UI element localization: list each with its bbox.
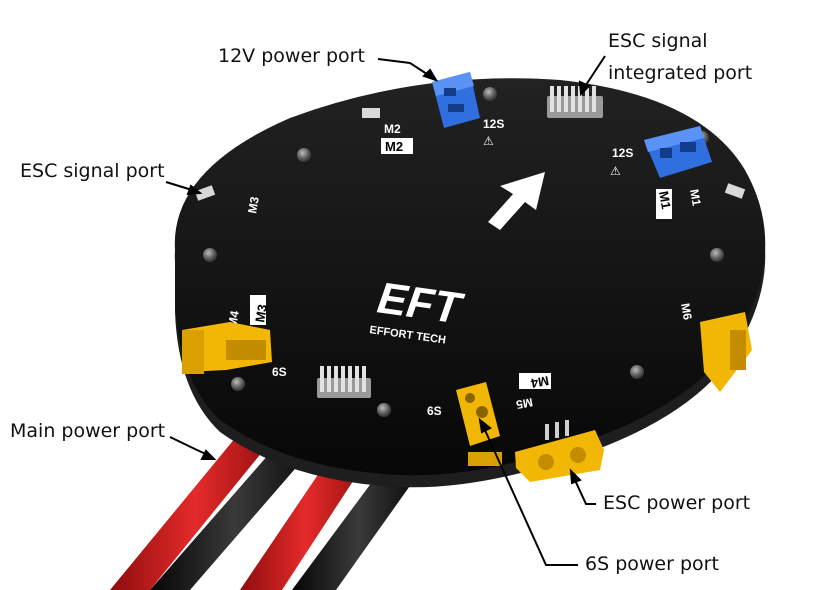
boxed-label-m4-bg (519, 373, 551, 389)
boxed-label-m4: M4 (529, 373, 550, 391)
esc-signal-integrated-header (547, 86, 603, 118)
esc-signal-port-m3 (194, 185, 216, 201)
leader-esc-power (569, 468, 596, 505)
leader-esc-signal (165, 181, 203, 196)
boxed-label-m3: M3 (252, 303, 270, 323)
voltage-12s-label: 12S (612, 146, 633, 160)
screw (630, 365, 644, 379)
warning-triangle-icon: ⚠ (483, 134, 494, 148)
wire-red-1 (110, 420, 280, 590)
boxed-label-m2-bg (381, 138, 413, 154)
esc-power-connector-m5 (515, 420, 604, 482)
boxed-label-m3-bg (250, 295, 266, 325)
callout-esc-signal-integrated-line1: ESC signal (608, 30, 708, 52)
esc-power-connector-m4 (182, 322, 272, 374)
motor-label-m2: M2 (384, 122, 401, 136)
motor-label-m6: M6 (678, 302, 695, 321)
wire-black-2 (292, 455, 424, 590)
leader-main-power (169, 436, 217, 460)
callout-12v-power-port: 12V power port (218, 45, 365, 67)
callout-esc-signal-integrated-line2: integrated port (608, 62, 753, 84)
esc-power-connector-m6 (700, 312, 752, 392)
motor-label-m3: M3 (245, 195, 262, 214)
screw (297, 148, 311, 162)
screw (483, 87, 497, 101)
voltage-12s-label: 12S (483, 117, 504, 131)
forward-arrow-icon (488, 172, 545, 230)
leader-6s-power (478, 417, 578, 566)
callout-esc-signal-port: ESC signal port (20, 160, 165, 182)
warning-triangle-icon: ⚠ (610, 164, 621, 178)
boxed-label-m2: M2 (385, 139, 403, 154)
leader-esc-signal-integrated (578, 55, 606, 97)
screw (231, 377, 245, 391)
callout-main-power-port: Main power port (10, 420, 166, 442)
esc-signal-port-m2 (362, 108, 380, 118)
callout-6s-power-port: 6S power port (585, 553, 719, 575)
boxed-label-m1-bg (656, 189, 672, 219)
screw (710, 248, 724, 262)
boxed-label-m1: M1 (656, 190, 674, 210)
blue-12v-connector-left (432, 72, 480, 128)
screw (377, 403, 391, 417)
voltage-6s-label: 6S (272, 365, 287, 379)
blue-12v-connector-right (644, 126, 712, 178)
wire-black-1 (150, 430, 320, 590)
power-6s-connector (456, 382, 502, 466)
motor-label-m5: M5 (515, 395, 534, 412)
callout-esc-power-port: ESC power port (603, 492, 751, 514)
leader-12v (377, 58, 439, 82)
leader-lines (165, 55, 606, 566)
screw (203, 248, 217, 262)
main-signal-header (317, 366, 371, 398)
motor-label-m1: M1 (687, 188, 704, 207)
esc-signal-port-m1 (724, 183, 746, 199)
voltage-6s-label: 6S (427, 404, 442, 418)
brand-logo: EFT (375, 273, 467, 334)
